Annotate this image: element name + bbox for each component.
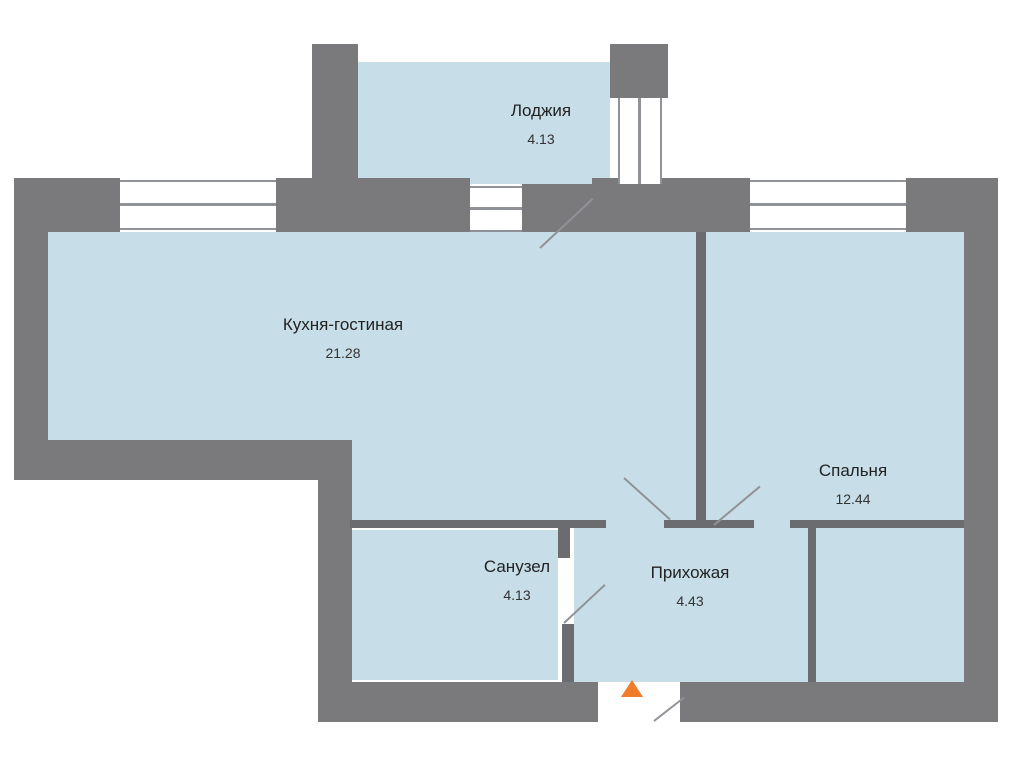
bottom-wall-west [318, 682, 598, 722]
bathroom-label: Санузел 4.13 [484, 556, 550, 606]
wardrobe-partition-top [790, 520, 964, 528]
loggia-name: Лоджия [510, 101, 572, 120]
bathroom-west-wall [318, 440, 352, 722]
bedroom-area: 12.44 [835, 491, 871, 507]
bathroom-partition-stub [558, 528, 570, 558]
loggia-side-window-glass [638, 98, 641, 184]
kitchen-living-lower-floor [350, 432, 608, 522]
east-wall [964, 178, 998, 722]
loggia-east-pier [610, 44, 668, 98]
bedroom-window-glass [750, 203, 906, 206]
loggia-west-wall [312, 44, 358, 232]
entrance-marker-icon [621, 680, 643, 697]
kitchen-top-wall-left [14, 178, 120, 232]
bedroom-name: Спальня [818, 461, 888, 480]
hallway-label: Прихожая 4.43 [651, 562, 730, 612]
kitchen-top-wall-mid [276, 178, 470, 232]
loggia-floor [358, 62, 610, 184]
bedroom-top-wall-left [592, 178, 750, 232]
kitchen-living-name: Кухня-гостиная [282, 315, 404, 334]
bathroom-floor [352, 530, 558, 680]
kitchen-bottom-wall [14, 440, 350, 480]
hallway-name: Прихожая [650, 563, 730, 582]
hallway-partition-top [664, 520, 754, 528]
bedroom-partition [696, 232, 706, 528]
hallway-area: 4.43 [676, 593, 704, 609]
bathroom-name: Санузел [483, 557, 551, 576]
kitchen-living-floor [48, 232, 608, 440]
wardrobe-partition-vertical [808, 528, 816, 682]
bottom-wall-east [680, 682, 998, 722]
bathroom-partition-lower [562, 624, 574, 682]
bathroom-top-partition [350, 520, 606, 528]
bedroom-floor [598, 232, 964, 524]
loggia-area: 4.13 [527, 131, 555, 147]
kitchen-window-glass [120, 203, 276, 206]
loggia-label: Лоджия 4.13 [511, 100, 571, 150]
bedroom-label: Спальня 12.44 [819, 460, 887, 510]
kitchen-living-label: Кухня-гостиная 21.28 [283, 314, 403, 364]
hallway-floor [574, 522, 964, 682]
kitchen-living-area: 21.28 [325, 345, 361, 361]
kitchen-loggia-window-glass [470, 207, 522, 210]
bathroom-area: 4.13 [503, 587, 531, 603]
